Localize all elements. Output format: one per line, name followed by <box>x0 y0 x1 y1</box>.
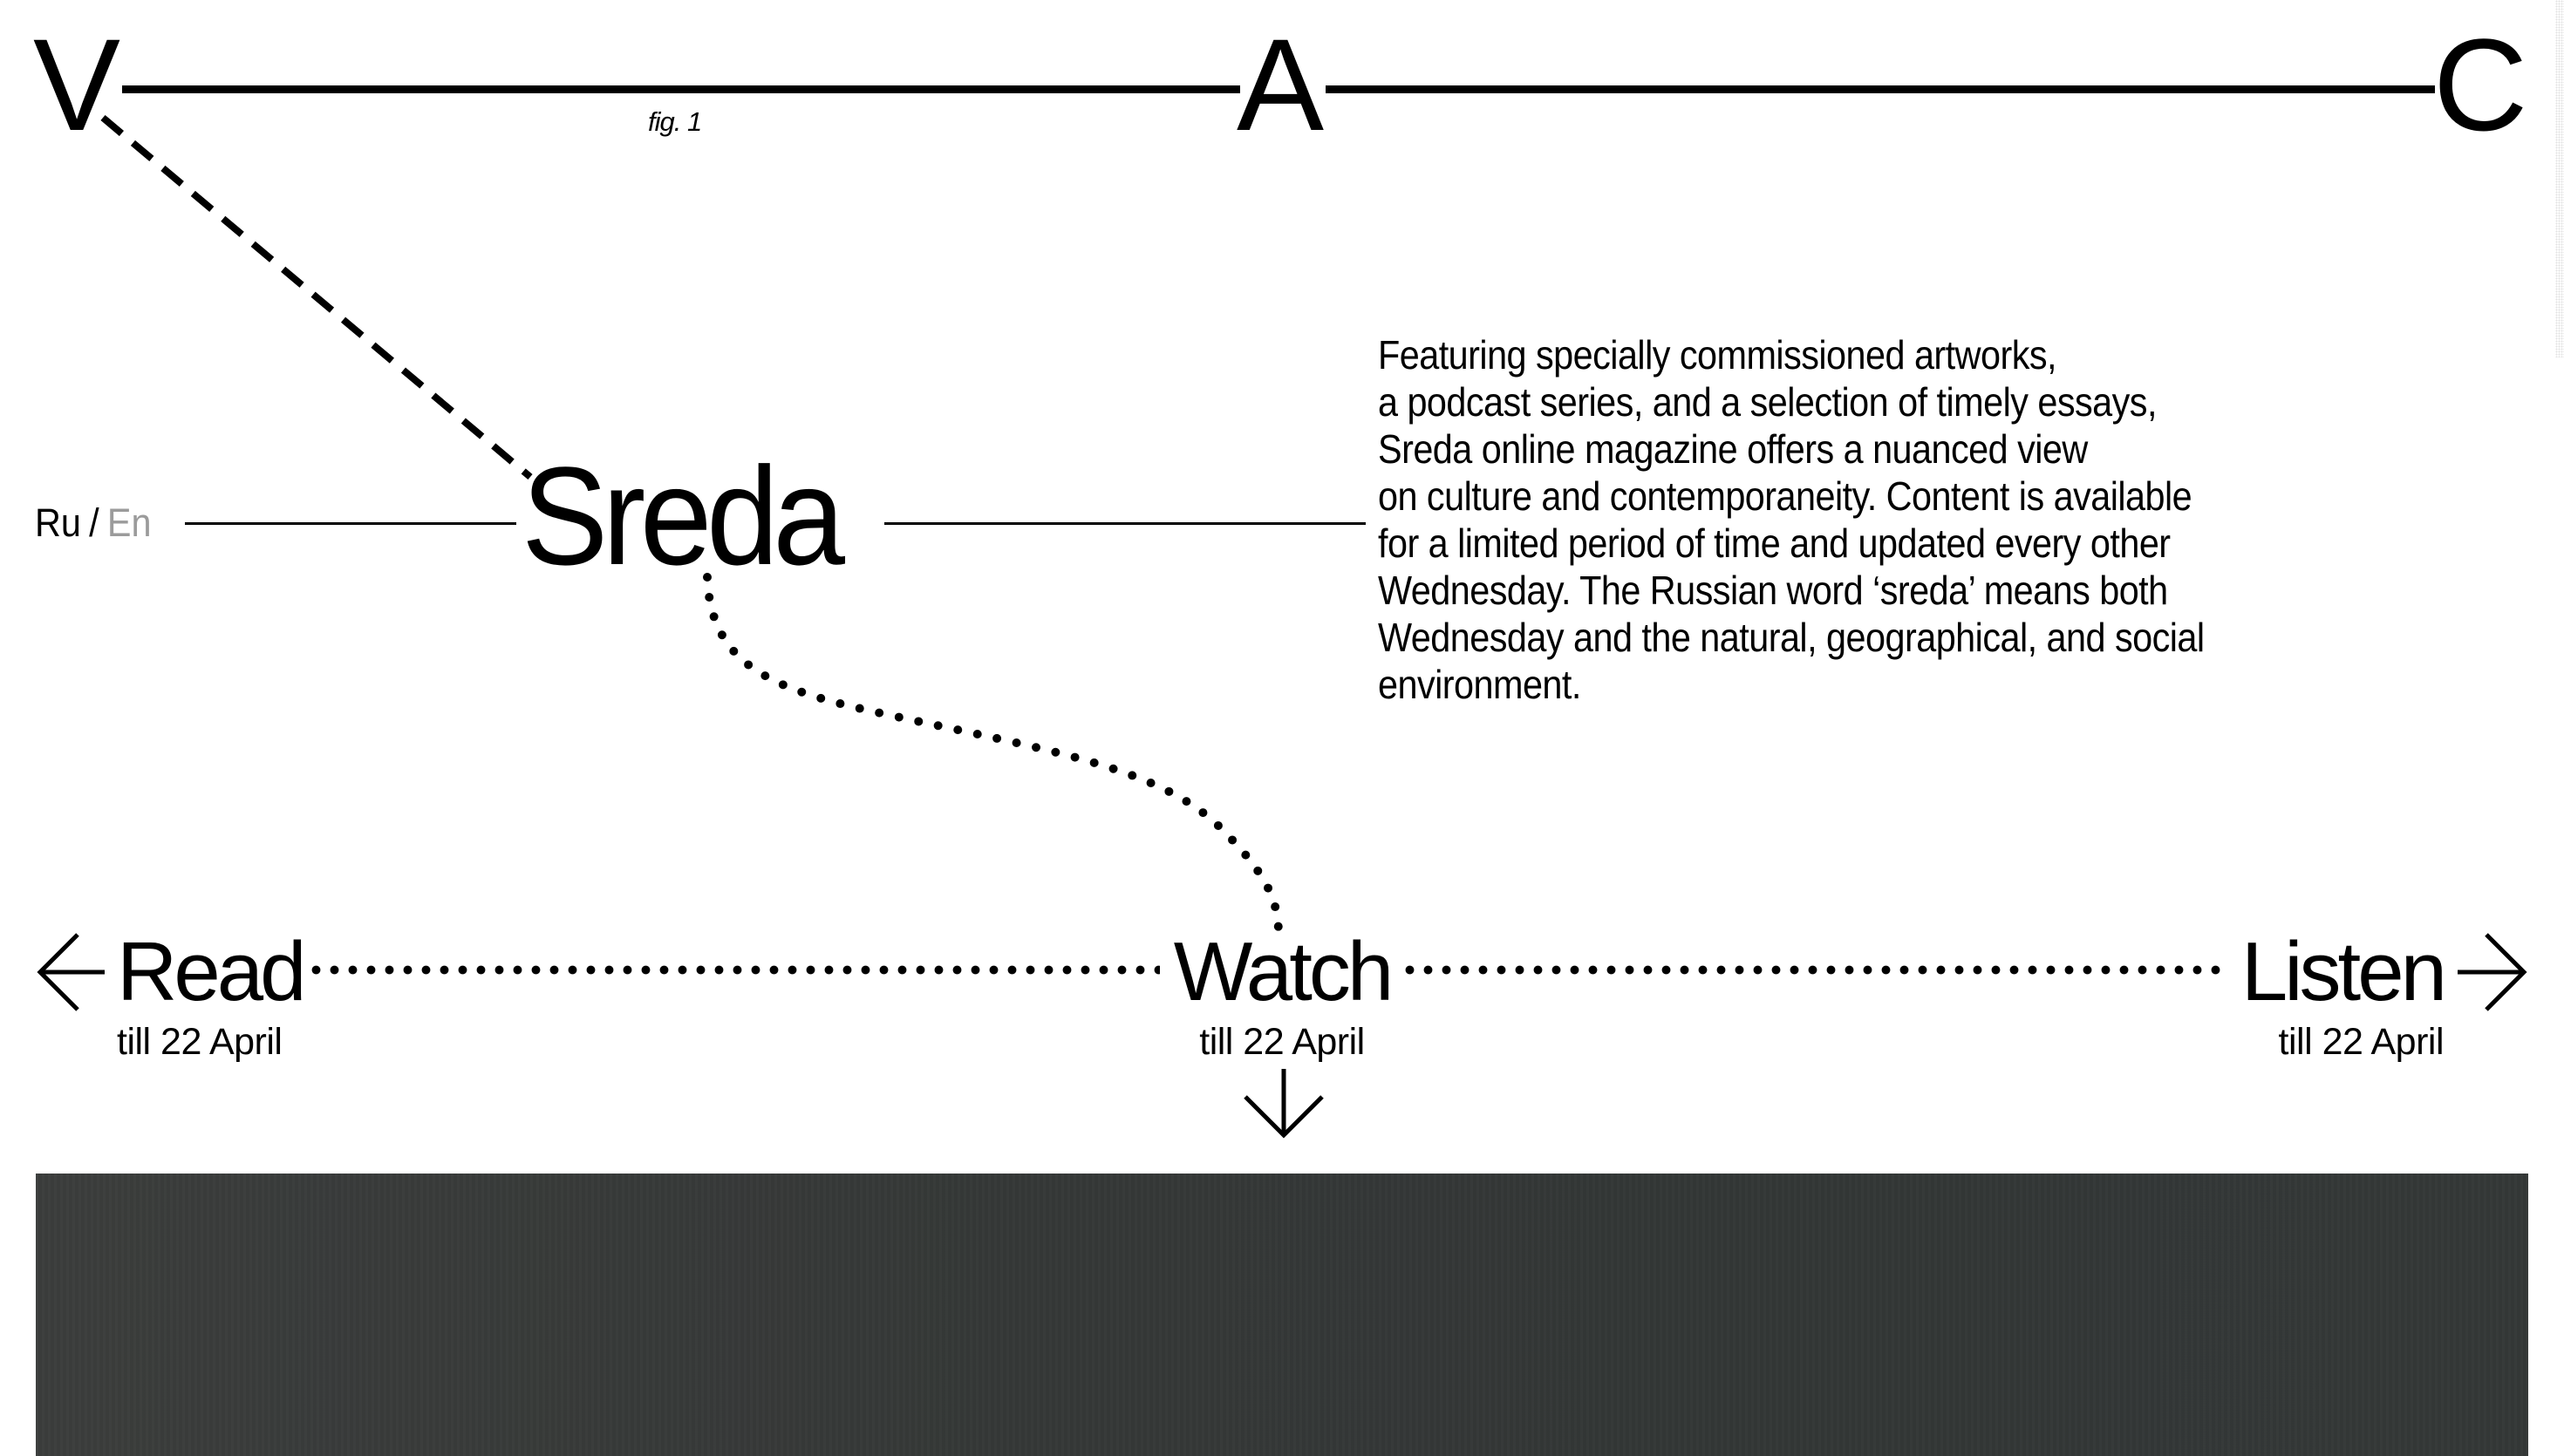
connector-line-right <box>884 522 1366 525</box>
lang-separator: / <box>89 500 99 545</box>
description-line: environment. <box>1378 662 1581 707</box>
description-line: Featuring specially commissioned artwork… <box>1378 332 2057 378</box>
description-line: Sreda online magazine offers a nuanced v… <box>1378 426 2088 472</box>
arrow-down-icon[interactable] <box>1244 1069 1324 1139</box>
description-line: for a limited period of time and updated… <box>1378 520 2171 566</box>
logo-connector-line <box>122 85 1240 93</box>
figure-caption: fig. 1 <box>648 106 702 137</box>
nav-listen-label[interactable]: Listen <box>2240 925 2447 1018</box>
nav-watch-date: till 22 April <box>1199 1021 1365 1063</box>
lang-en-link[interactable]: En <box>106 500 152 545</box>
nav-watch-label[interactable]: Watch <box>1173 925 1395 1018</box>
logo-connector-line <box>1326 85 2435 93</box>
description-line: Wednesday. The Russian word ‘sreda’ mean… <box>1378 568 2168 613</box>
logo-letter-c[interactable]: C <box>2433 11 2528 158</box>
description-paragraph: Featuring specially commissioned artwork… <box>1378 331 2359 708</box>
lang-ru-link[interactable]: Ru <box>35 500 81 545</box>
scrollbar-track[interactable] <box>2555 0 2564 357</box>
dashed-connector-line <box>100 114 533 480</box>
logo-letter-v[interactable]: V <box>33 11 121 158</box>
nav-watch[interactable]: Watch till 22 April <box>1169 924 1395 1064</box>
brand-title[interactable]: Sreda <box>522 438 845 594</box>
nav-listen-date: till 22 April <box>2278 1021 2445 1063</box>
nav-listen[interactable]: Listen till 22 April <box>2240 924 2447 1064</box>
dotted-line-right <box>1401 965 2229 975</box>
language-switcher: Ru/En <box>35 500 151 546</box>
description-line: Wednesday and the natural, geographical,… <box>1378 615 2205 660</box>
connector-line-left <box>185 522 516 525</box>
nav-read-date: till 22 April <box>117 1021 283 1063</box>
featured-media-block[interactable] <box>36 1174 2528 1456</box>
description-line: a podcast series, and a selection of tim… <box>1378 379 2157 425</box>
description-line: on culture and contemporaneity. Content … <box>1378 473 2192 519</box>
nav-read-label[interactable]: Read <box>117 925 306 1018</box>
arrow-left-icon[interactable] <box>35 933 106 1011</box>
arrow-right-icon[interactable] <box>2458 933 2529 1011</box>
dotted-line-left <box>307 965 1160 975</box>
logo-letter-a[interactable]: A <box>1237 11 1325 158</box>
nav-read[interactable]: Read till 22 April <box>117 924 306 1064</box>
